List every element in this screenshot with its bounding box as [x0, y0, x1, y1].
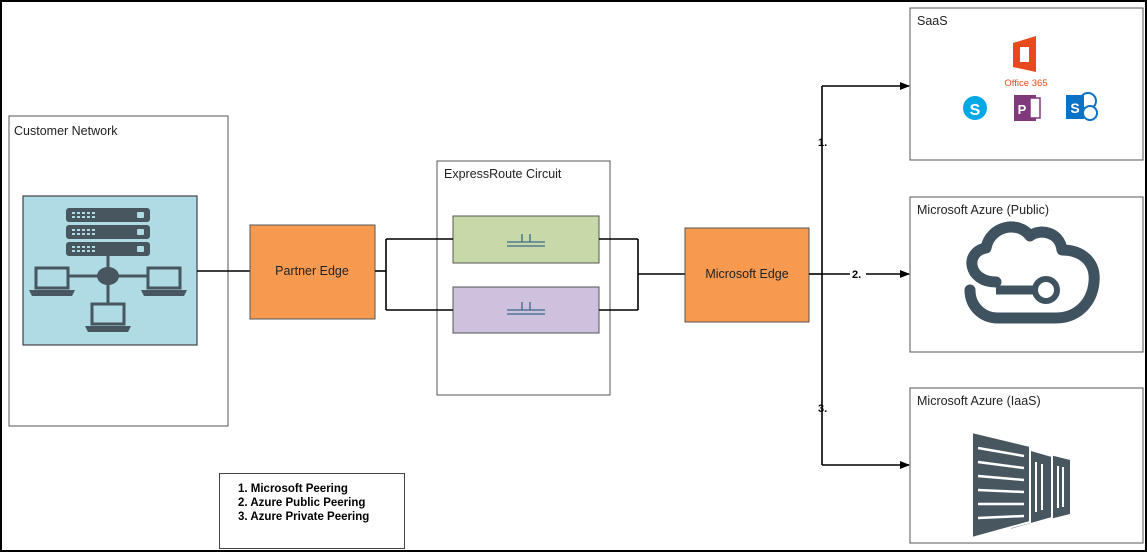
route-2-label-bg: [850, 266, 866, 280]
route-3-label: 3.: [818, 403, 827, 415]
saas-title: SaaS: [917, 14, 948, 28]
route-2-label: 2.: [852, 269, 861, 281]
svg-text:S: S: [970, 102, 981, 119]
circuit-link-primary: [452, 215, 600, 264]
network-icon: [29, 208, 187, 332]
customer-network-title: Customer Network: [14, 124, 118, 138]
circuit-connector-icon-primary: [507, 234, 545, 247]
server-rack-icon: [971, 430, 1070, 540]
skype-icon: S: [963, 96, 987, 120]
svg-text:P: P: [1018, 102, 1027, 117]
sharepoint-icon: S: [1066, 92, 1098, 121]
peering-legend: 1. Microsoft Peering 2. Azure Public Pee…: [219, 473, 405, 549]
route-1-label: 1.: [818, 137, 827, 149]
onenote-icon: P: [1014, 95, 1041, 121]
links-partner-circuit: [375, 238, 453, 311]
azure-cloud-icon: [964, 221, 1100, 324]
azure-iaas-title: Microsoft Azure (IaaS): [917, 394, 1041, 408]
expressroute-circuit-title: ExpressRoute Circuit: [444, 167, 562, 181]
partner-edge-label: Partner Edge: [275, 264, 349, 278]
microsoft-edge-label: Microsoft Edge: [705, 267, 788, 281]
azure-public-title: Microsoft Azure (Public): [917, 203, 1049, 217]
office-365-icon: [1013, 36, 1036, 72]
office-365-label: Office 365: [1004, 78, 1047, 89]
links-circuit-msedge: [599, 238, 685, 311]
partner-edge-box: [249, 224, 376, 320]
legend-item: 1. Microsoft Peering: [238, 483, 348, 495]
legend-item: 3. Azure Private Peering: [238, 511, 370, 523]
azure-public-box: [909, 196, 1144, 353]
microsoft-edge-box: [684, 227, 810, 323]
svg-text:S: S: [1070, 100, 1079, 116]
circuit-connector-icon-secondary: [507, 302, 545, 315]
expressroute-circuit-box: [436, 160, 611, 396]
legend-item: 2. Azure Public Peering: [238, 497, 366, 509]
saas-box: [909, 7, 1144, 161]
